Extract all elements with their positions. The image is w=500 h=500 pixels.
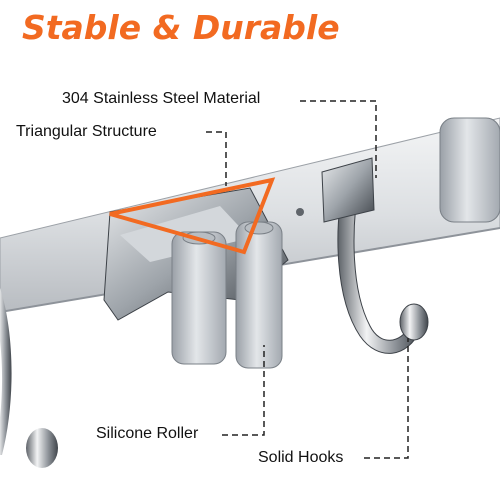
roller-left <box>171 231 227 365</box>
callout-lines <box>206 100 409 459</box>
roller-callout: Silicone Roller <box>96 425 199 442</box>
triangle-highlight <box>109 177 276 255</box>
solid-hook-tip <box>399 303 429 341</box>
callout-line-structure <box>206 131 227 186</box>
material-callout: 304 Stainless Steel Material <box>62 90 261 107</box>
headline: Stable & Durable <box>22 8 340 47</box>
structure-callout: Triangular Structure <box>16 123 157 140</box>
hook-base <box>321 157 375 223</box>
callout-line-hooks <box>364 338 409 459</box>
left-hook <box>0 288 12 455</box>
roller-right <box>235 221 283 369</box>
hooks-callout: Solid Hooks <box>258 449 344 466</box>
roller-cap <box>244 221 274 235</box>
callout-line-roller <box>222 345 265 436</box>
screw-hole <box>296 208 304 216</box>
callout-line-material <box>300 100 377 178</box>
far-roller <box>439 117 500 223</box>
left-hook-tip <box>26 428 58 468</box>
